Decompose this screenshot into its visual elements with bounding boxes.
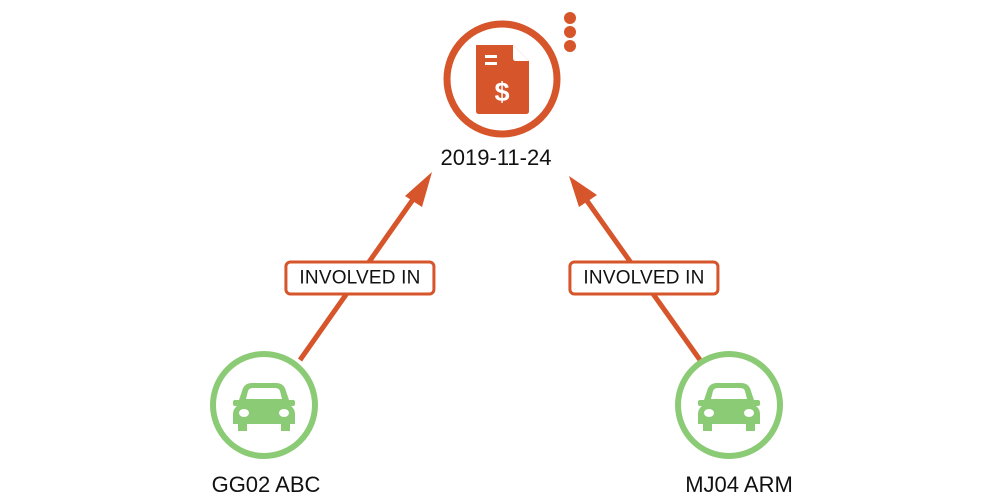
arrowhead-right (569, 176, 597, 207)
arrowhead-left (405, 172, 432, 207)
vehicle-node-right[interactable] (675, 351, 783, 459)
vehicle-node-left[interactable] (210, 351, 318, 459)
invoice-dollar-icon: $ (476, 45, 529, 114)
vehicle-left-label: GG02 ABC (211, 472, 321, 497)
edge-label-left[interactable]: INVOLVED IN (284, 260, 436, 296)
car-icon (233, 383, 295, 431)
vehicle-right-label: MJ04 ARM (685, 472, 793, 497)
transaction-node-label: 2019-11-24 (440, 145, 552, 170)
svg-text:$: $ (494, 77, 509, 107)
transaction-node[interactable]: $ (443, 20, 561, 138)
more-vertical-icon[interactable] (564, 12, 576, 52)
car-icon (698, 383, 760, 431)
edge-label-right[interactable]: INVOLVED IN (568, 260, 720, 296)
